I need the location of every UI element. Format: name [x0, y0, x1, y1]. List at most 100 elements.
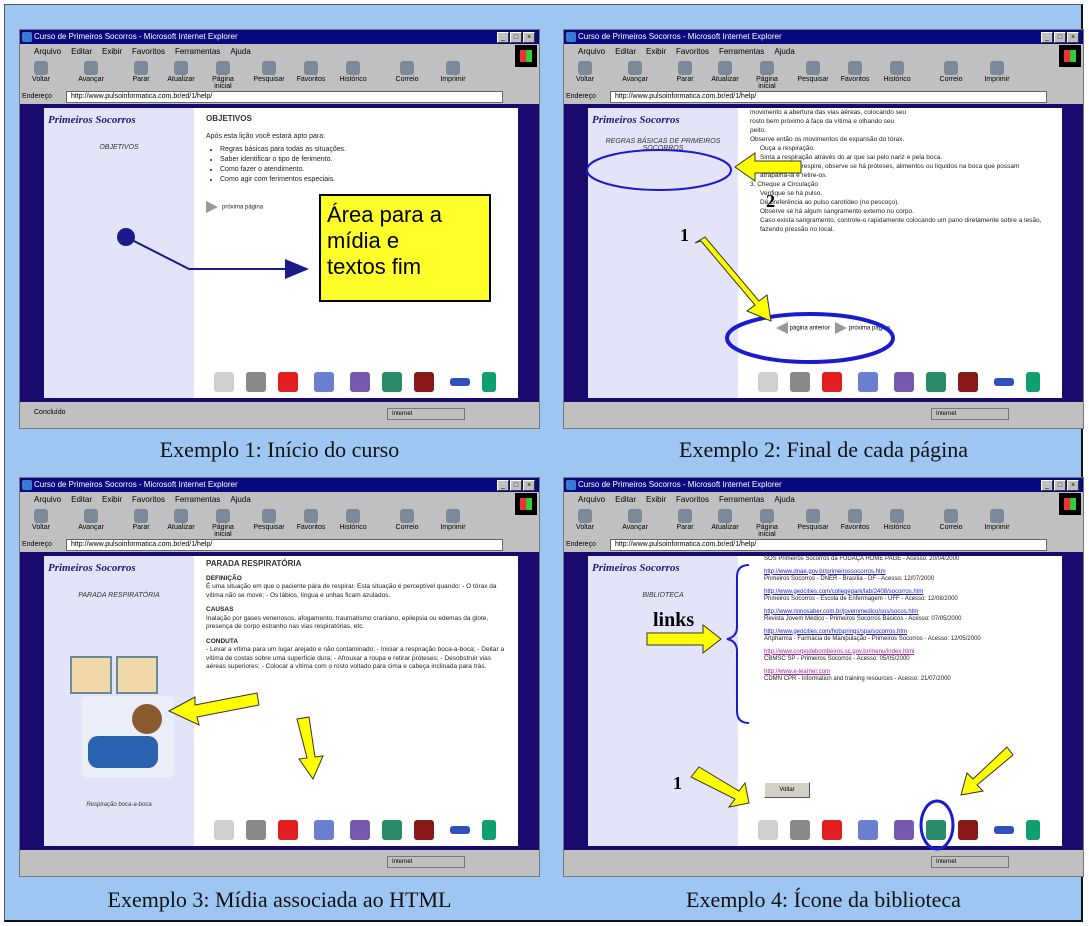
stop-button[interactable]: Parar [668, 507, 702, 531]
back-button[interactable]: Voltar [24, 507, 58, 531]
back-button[interactable]: Voltar [568, 59, 602, 83]
next-arrow-icon[interactable] [835, 322, 848, 334]
close-button[interactable]: × [523, 32, 535, 43]
film-icon[interactable] [414, 372, 434, 392]
address-input[interactable]: http://www.pulsoinformatica.com.br/ed/1/… [610, 91, 1047, 103]
close-button[interactable]: × [1067, 480, 1079, 491]
print-button[interactable]: Imprimir [436, 507, 470, 531]
menu-view[interactable]: Exibir [102, 495, 123, 504]
back-button[interactable]: Voltar [24, 59, 58, 83]
forward-button[interactable]: Avançar [618, 507, 652, 531]
history-button[interactable]: Histórico [880, 507, 914, 531]
address-input[interactable]: http://www.pulsoinformatica.com.br/ed/1/… [610, 539, 1047, 551]
history-button[interactable]: Histórico [336, 59, 370, 83]
refresh-button[interactable]: Atualizar [164, 59, 198, 83]
sidebar-item-regras[interactable]: REGRAS BÁSICAS DE PRIMEIROS SOCORROS [605, 138, 721, 152]
favorites-button[interactable]: Favoritos [838, 59, 872, 83]
sidebar-item-parada[interactable]: PARADA RESPIRATÓRIA [78, 592, 160, 599]
mail-button[interactable]: Correio [390, 507, 424, 531]
pointer-icon[interactable] [450, 826, 470, 834]
forward-button[interactable]: Avançar [74, 59, 108, 83]
stop-button[interactable]: Parar [668, 59, 702, 83]
library-link[interactable]: http://www.rionosaber.com.br/jovemmedico… [764, 608, 919, 615]
calculator-icon[interactable] [894, 820, 914, 840]
print-page-icon[interactable] [758, 820, 778, 840]
library-link[interactable]: http://www.e-learner.com [764, 668, 831, 675]
print-button[interactable]: Imprimir [980, 507, 1014, 531]
menu-tools[interactable]: Ferramentas [718, 495, 765, 504]
print-button[interactable]: Imprimir [980, 59, 1014, 83]
close-button[interactable]: × [523, 480, 535, 491]
search-button[interactable]: Pesquisar [796, 59, 830, 83]
maximize-button[interactable]: □ [1054, 480, 1066, 491]
mouse-icon[interactable] [790, 820, 810, 840]
history-button[interactable]: Histórico [336, 507, 370, 531]
minimize-button[interactable]: _ [497, 32, 509, 43]
menu-help[interactable]: Ajuda [230, 47, 251, 56]
menu-edit[interactable]: Editar [615, 47, 637, 56]
film-icon[interactable] [414, 820, 434, 840]
presentation-icon[interactable] [314, 820, 334, 840]
favorites-button[interactable]: Favoritos [838, 507, 872, 531]
forward-button[interactable]: Avançar [618, 59, 652, 83]
menu-tools[interactable]: Ferramentas [174, 495, 221, 504]
exit-door-icon[interactable] [482, 372, 496, 392]
pointer-icon[interactable] [994, 378, 1014, 386]
mail-button[interactable]: Correio [934, 507, 968, 531]
menu-help[interactable]: Ajuda [774, 47, 795, 56]
address-input[interactable]: http://www.pulsoinformatica.com.br/ed/1/… [66, 91, 503, 103]
refresh-button[interactable]: Atualizar [164, 507, 198, 531]
presentation-icon[interactable] [858, 820, 878, 840]
chat-icon[interactable] [822, 372, 842, 392]
library-link[interactable]: http://www.geocities.com/hotsprings/spa/… [764, 628, 908, 635]
cpr-illustration[interactable] [82, 696, 174, 778]
menu-favorites[interactable]: Favoritos [676, 495, 709, 504]
forward-button[interactable]: Avançar [74, 507, 108, 531]
prev-arrow-icon[interactable] [776, 322, 788, 334]
menu-view[interactable]: Exibir [102, 47, 123, 56]
menu-favorites[interactable]: Favoritos [132, 495, 165, 504]
presentation-icon[interactable] [314, 372, 334, 392]
pointer-icon[interactable] [994, 826, 1014, 834]
favorites-button[interactable]: Favoritos [294, 507, 328, 531]
chat-icon[interactable] [822, 820, 842, 840]
maximize-button[interactable]: □ [510, 480, 522, 491]
film-icon[interactable] [958, 820, 978, 840]
mail-button[interactable]: Correio [390, 59, 424, 83]
mouse-icon[interactable] [246, 820, 266, 840]
chat-icon[interactable] [278, 372, 298, 392]
address-input[interactable]: http://www.pulsoinformatica.com.br/ed/1/… [66, 539, 503, 551]
exit-door-icon[interactable] [482, 820, 496, 840]
library-icon[interactable] [926, 372, 946, 392]
favorites-button[interactable]: Favoritos [294, 59, 328, 83]
mouse-icon[interactable] [790, 372, 810, 392]
home-button[interactable]: Página inicial [206, 59, 240, 90]
sidebar-item-objetivos[interactable]: OBJETIVOS [99, 144, 139, 151]
library-icon[interactable] [382, 372, 402, 392]
mail-button[interactable]: Correio [934, 59, 968, 83]
library-icon[interactable] [382, 820, 402, 840]
maximize-button[interactable]: □ [1054, 32, 1066, 43]
search-button[interactable]: Pesquisar [252, 507, 286, 531]
home-button[interactable]: Página inicial [750, 507, 784, 538]
menu-edit[interactable]: Editar [615, 495, 637, 504]
next-page-link[interactable]: próxima página [206, 201, 506, 213]
menu-edit[interactable]: Editar [71, 495, 93, 504]
menu-favorites[interactable]: Favoritos [132, 47, 165, 56]
menu-tools[interactable]: Ferramentas [718, 47, 765, 56]
sidebar-item-biblioteca[interactable]: BIBLIOTECA [642, 592, 684, 599]
exit-door-icon[interactable] [1026, 372, 1040, 392]
search-button[interactable]: Pesquisar [252, 59, 286, 83]
stop-button[interactable]: Parar [124, 59, 158, 83]
refresh-button[interactable]: Atualizar [708, 507, 742, 531]
print-page-icon[interactable] [214, 372, 234, 392]
library-link[interactable]: http://www.dnae.gov.br/primeirossocorros… [764, 568, 886, 575]
pointer-icon[interactable] [450, 378, 470, 386]
calculator-icon[interactable] [894, 372, 914, 392]
stop-button[interactable]: Parar [124, 507, 158, 531]
menu-favorites[interactable]: Favoritos [676, 47, 709, 56]
minimize-button[interactable]: _ [1041, 480, 1053, 491]
calculator-icon[interactable] [350, 372, 370, 392]
mouse-icon[interactable] [246, 372, 266, 392]
menu-edit[interactable]: Editar [71, 47, 93, 56]
